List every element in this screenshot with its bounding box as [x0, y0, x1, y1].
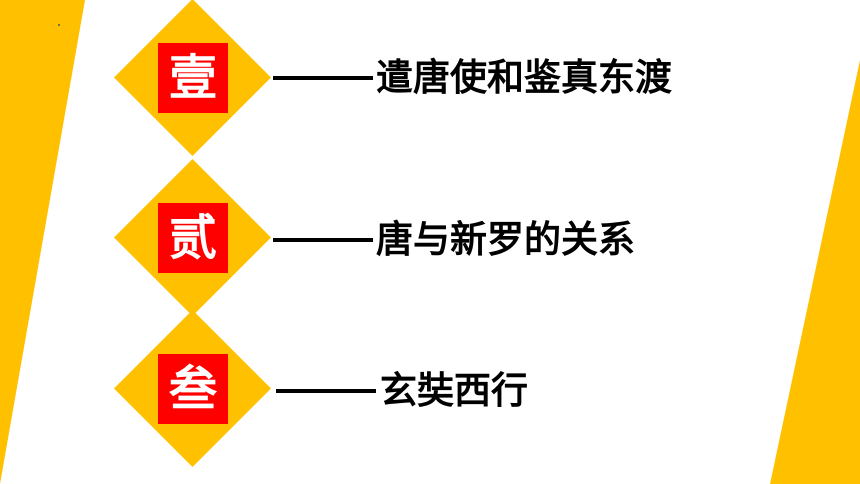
numeral-badge-2: 贰 — [158, 203, 228, 273]
dash-line-1 — [273, 76, 373, 80]
item-title-1: 遣唐使和鉴真东渡 — [376, 56, 672, 99]
item-title-3: 玄奘西行 — [380, 369, 528, 412]
left-yellow-band — [0, 0, 85, 484]
dash-line-3 — [276, 389, 376, 393]
dash-line-2 — [273, 238, 373, 242]
item-title-2: 唐与新罗的关系 — [376, 218, 635, 261]
numeral-badge-3: 叁 — [158, 354, 228, 424]
small-dot — [58, 24, 60, 26]
right-yellow-band — [770, 60, 860, 484]
numeral-badge-1: 壹 — [158, 43, 228, 113]
